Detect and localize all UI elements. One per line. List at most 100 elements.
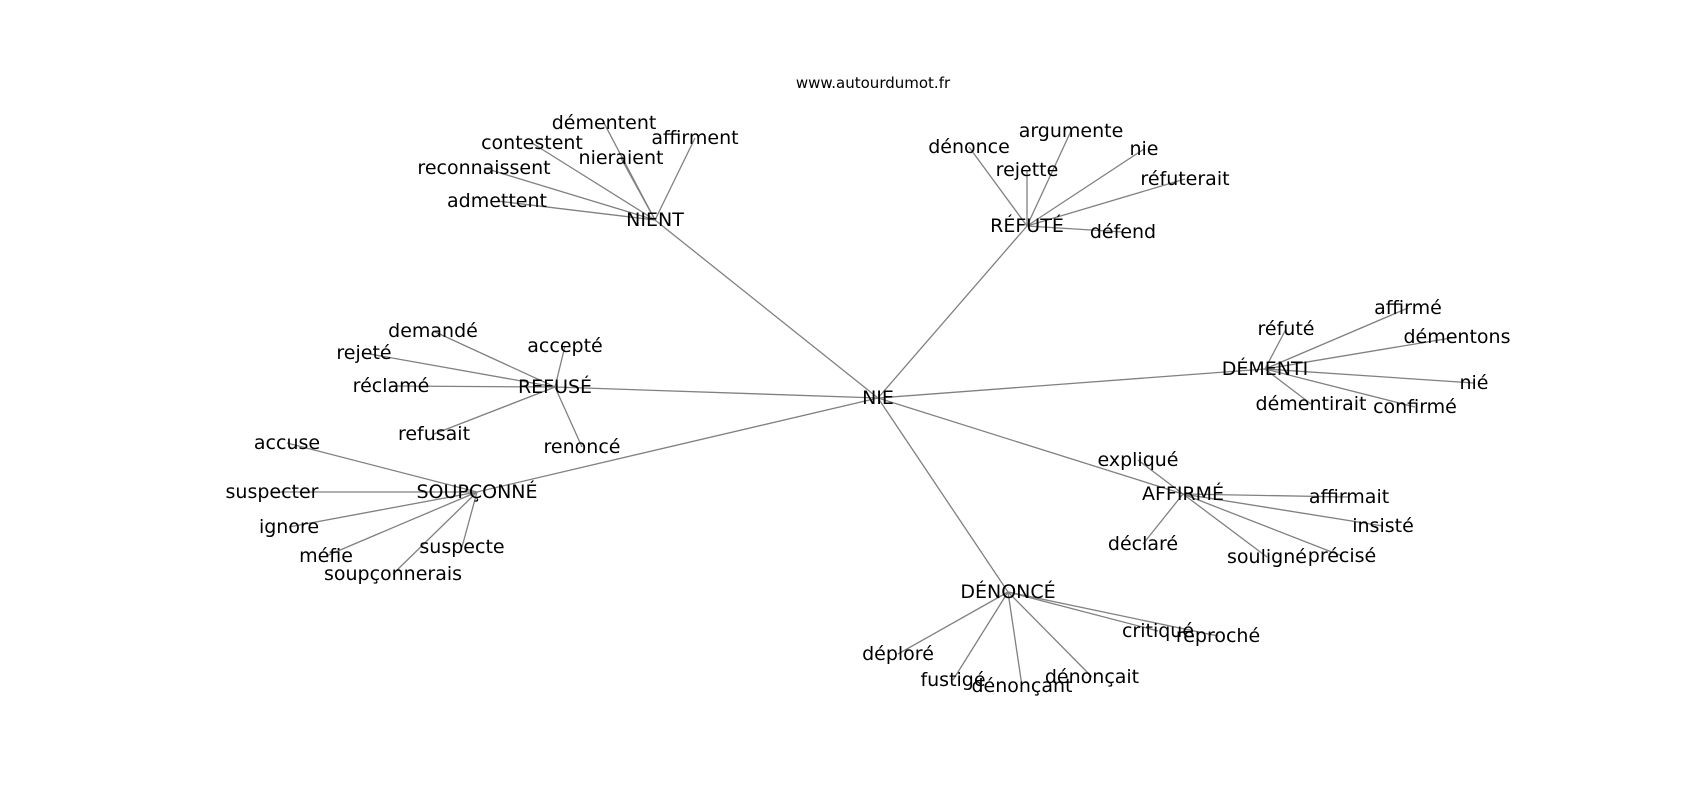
node-leaf-dementi-affirme: affirmé [1374,297,1442,319]
edge-affirme-precise [1182,493,1343,557]
edge-dementi-dementirait [1264,368,1312,405]
edge-soupconne-soupconnerais [392,491,478,575]
watermark: www.autourdumot.fr [796,74,951,92]
edge-dementi-nie [1264,368,1475,384]
node-cluster-dementi: DÉMENTI [1222,357,1308,380]
node-leaf-affirme-precise: précisé [1308,545,1376,567]
edge-refuse-accepte [554,345,566,388]
node-leaf-dementi-confirme: confirmé [1373,396,1457,418]
edge-refuse-rejete [363,352,556,388]
node-leaf-affirme-insiste: insisté [1352,515,1414,537]
edge-soupconne-ignore [288,491,478,528]
edge-refuse-demande [432,330,556,388]
node-leaf-refuse-accepte: accepté [527,335,602,357]
node-leaf-soupconne-accuse: accuse [254,432,320,454]
edge-center-nient [654,219,879,399]
edge-center-dementi [877,368,1266,399]
edge-refuse-reclame [390,385,556,388]
node-leaf-affirme-souligne: souligné [1227,546,1307,568]
node-leaf-affirme-explique: expliqué [1097,449,1178,471]
edge-refute-nie [1026,148,1145,227]
edge-denonce-critique [1007,591,1159,632]
graph-edges [272,122,1475,687]
node-leaf-dementi-nie: nié [1459,372,1488,394]
node-leaf-refuse-renonce: renoncé [544,436,621,458]
node-leaf-denonce-denoncait: dénonçait [1045,666,1139,688]
node-cluster-nient: NIENT [626,209,684,231]
node-leaf-denonce-critique: critiqué [1122,620,1194,642]
edge-affirme-insiste [1182,493,1384,527]
edge-center-refuse [554,386,879,399]
node-leaf-refute-nie: nie [1129,138,1158,160]
node-leaf-refuse-refusait: refusait [398,423,470,445]
edge-denonce-fustige [952,591,1009,681]
edge-soupconne-mefie [325,491,478,557]
node-leaf-nient-reconnaissent: reconnaissent [417,157,550,179]
node-leaf-soupconne-suspecte: suspecte [419,536,504,558]
node-leaf-denonce-reproche: reproché [1176,625,1260,647]
edge-dementi-dementons [1264,336,1458,370]
node-leaf-nient-dementent: démentent [552,112,657,134]
edge-refute-denonce [968,146,1028,227]
edge-center-affirme [877,397,1184,495]
edge-nient-reconnaissent [483,167,656,221]
edge-refute-refuterait [1026,178,1186,227]
edge-dementi-affirme [1264,307,1409,370]
edge-affirme-explique [1137,459,1184,495]
node-leaf-soupconne-soupconnerais: soupçonnerais [324,563,462,585]
edge-refuse-renonce [554,386,583,448]
node-leaf-soupconne-suspecter: suspecter [226,481,319,503]
node-leaf-affirme-affirmait: affirmait [1309,486,1389,508]
node-cluster-affirme: AFFIRMÉ [1142,482,1224,505]
node-leaf-dementi-dementirait: démentirait [1256,393,1367,415]
node-leaf-nient-affirment: affirment [651,127,738,149]
edge-nient-affirment [654,137,696,221]
edge-refute-argumente [1026,130,1072,227]
node-leaf-denonce-deplore: déploré [862,643,934,665]
node-cluster-denonce: DÉNONCÉ [960,580,1055,603]
node-leaf-refute-argumente: argumente [1019,120,1124,142]
node-cluster-refuse: REFUSÉ [518,375,592,398]
edge-denonce-denoncant [1007,591,1023,687]
edge-soupconne-suspecte [461,491,478,548]
edge-center-denonce [877,397,1009,593]
edge-nient-nieraient [620,157,656,221]
node-leaf-nient-contestent: contestent [481,132,583,154]
edge-nient-contestent [531,142,656,221]
node-leaf-dementi-dementons: démentons [1403,326,1510,348]
edge-center-refute [877,225,1028,399]
edge-affirme-declare [1142,493,1184,545]
edge-refute-defend [1026,225,1124,233]
edge-refuse-refusait [433,386,556,435]
node-cluster-refute: RÉFUTÉ [990,214,1064,237]
edge-denonce-deplore [897,591,1009,655]
node-leaf-dementi-refute: réfuté [1258,318,1315,340]
edge-affirme-souligne [1182,493,1268,558]
node-center-nie: NIE [862,387,894,409]
edge-denonce-denoncait [1007,591,1093,678]
graph-labels: NIENIENTdémententaffirmentcontestentnier… [226,112,1511,697]
node-leaf-denonce-fustige: fustigé [920,669,985,691]
edge-center-soupconne [476,397,879,493]
node-leaf-soupconne-ignore: ignore [259,516,319,538]
node-leaf-nient-nieraient: nieraient [579,147,664,169]
node-cluster-soupconne: SOUPÇONNÉ [416,480,537,503]
node-leaf-refuse-reclame: réclamé [353,375,430,397]
node-leaf-refute-defend: défend [1090,221,1156,243]
node-leaf-refute-denonce: dénonce [928,136,1010,158]
edge-dementi-confirme [1264,368,1416,408]
edge-denonce-reproche [1007,591,1219,637]
edge-dementi-refute [1264,328,1287,370]
edge-soupconne-accuse [286,442,478,493]
edge-affirme-affirmait [1182,493,1350,498]
node-leaf-refute-refuterait: réfuterait [1140,168,1229,190]
node-leaf-denonce-denoncant: dénonçant [971,675,1072,697]
edge-nient-admettent [496,200,656,221]
node-leaf-refute-rejette: rejette [996,159,1059,181]
node-leaf-nient-admettent: admettent [447,190,547,212]
node-leaf-soupconne-mefie: méfie [299,545,353,567]
node-leaf-refuse-rejete: rejeté [336,342,391,364]
node-leaf-affirme-declare: déclaré [1108,533,1178,555]
node-leaf-refuse-demande: demandé [388,320,478,342]
